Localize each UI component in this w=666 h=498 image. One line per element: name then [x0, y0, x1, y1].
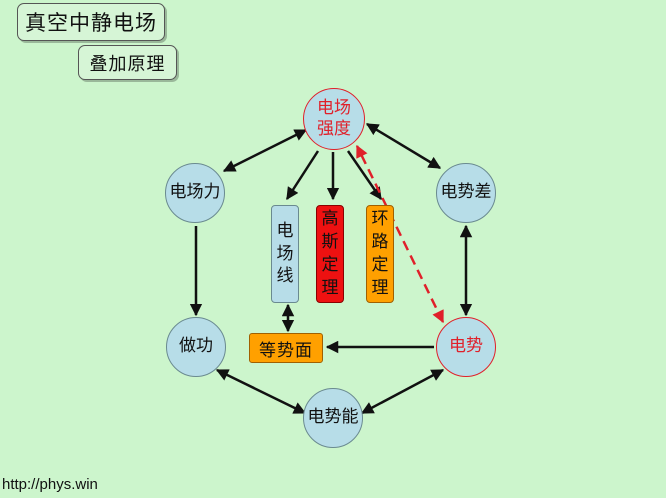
arrow-field-force [222, 128, 308, 173]
node-potential: 电势 [436, 317, 496, 377]
dashed-arrow-potential-field [355, 144, 445, 324]
box-loop-theorem: 环路定理 [366, 205, 394, 303]
arrow-work-energy [215, 368, 307, 415]
arrow-field-potential-diff [365, 122, 442, 170]
footer-url[interactable]: http://phys.win [2, 476, 98, 493]
node-work: 做功 [166, 317, 226, 377]
node-electric-force: 电场力 [165, 163, 225, 223]
node-field-strength: 电场强度 [303, 88, 365, 150]
box-field-lines: 电场线 [271, 205, 299, 303]
node-potential-energy: 电势能 [303, 388, 363, 448]
arrow-loop [346, 150, 383, 201]
arrow-field-lines [285, 150, 320, 201]
node-potential-difference: 电势差 [436, 163, 496, 223]
arrow-potential-energy [360, 368, 445, 415]
box-equipotential-surface: 等势面 [249, 333, 323, 363]
page-title: 真空中静电场 [17, 3, 165, 41]
box-gauss-theorem: 高斯定理 [316, 205, 344, 303]
subtitle-button[interactable]: 叠加原理 [78, 45, 177, 80]
